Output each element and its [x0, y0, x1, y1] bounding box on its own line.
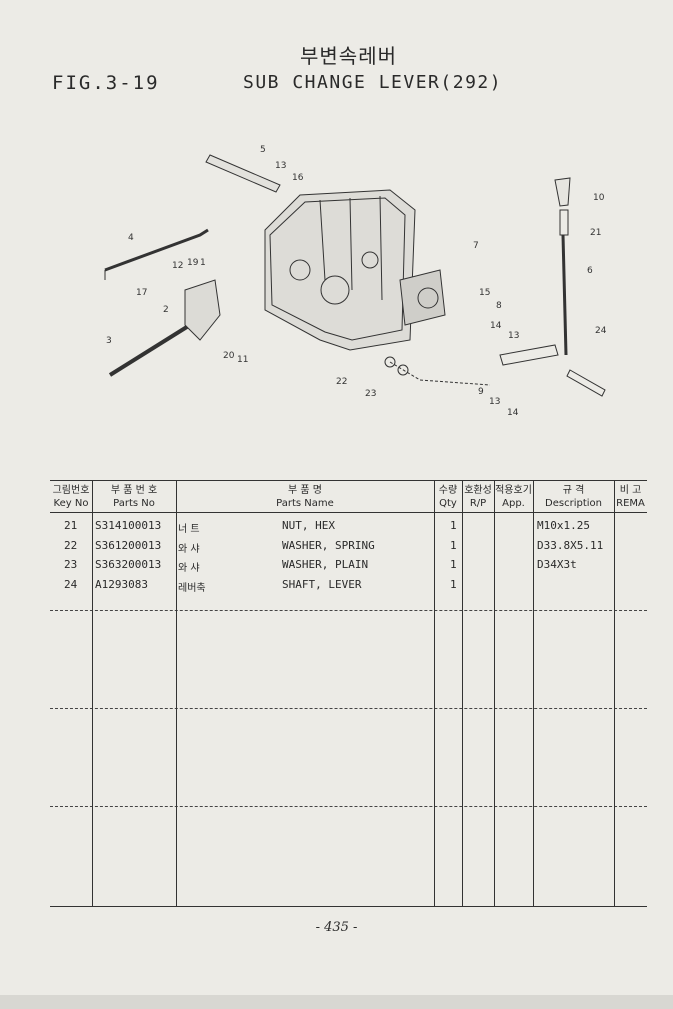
svg-text:14: 14 — [507, 408, 519, 418]
row-name-kr: 레버축 — [178, 583, 206, 594]
row-name: WASHER, SPRING — [282, 539, 375, 552]
svg-text:10: 10 — [593, 193, 605, 203]
row-part-no: S314100013 — [95, 519, 162, 532]
table-dash-rule-3 — [50, 806, 647, 807]
page-number: - 435 - — [315, 920, 358, 935]
svg-text:24: 24 — [595, 326, 607, 336]
svg-text:23: 23 — [365, 389, 376, 399]
row-part-no: S361200013 — [95, 539, 162, 552]
table-header-rule — [50, 512, 647, 513]
svg-text:13: 13 — [508, 331, 519, 341]
row-description: M10x1.25 — [537, 519, 590, 532]
svg-text:7: 7 — [473, 241, 479, 251]
svg-text:5: 5 — [260, 145, 266, 155]
shaft-24 — [566, 369, 606, 397]
row-part-no: S363200013 — [95, 558, 162, 571]
col-rule-7 — [614, 480, 615, 907]
row-part-no: A1293083 — [95, 578, 148, 591]
svg-text:21: 21 — [590, 228, 601, 238]
table-dash-rule-2 — [50, 708, 647, 709]
svg-text:13: 13 — [489, 397, 500, 407]
svg-text:1: 1 — [200, 258, 206, 268]
row-name-kr: 너 트 — [178, 524, 200, 535]
svg-text:20: 20 — [223, 351, 235, 361]
svg-text:6: 6 — [587, 266, 593, 276]
figure-label: FIG.3-19 — [52, 72, 160, 94]
col-rule-2 — [176, 480, 177, 907]
svg-text:2: 2 — [163, 305, 169, 315]
svg-text:14: 14 — [490, 321, 502, 331]
svg-text:12: 12 — [172, 261, 183, 271]
row-name: WASHER, PLAIN — [282, 558, 369, 571]
link-9 — [499, 344, 559, 366]
lever-2 — [184, 279, 221, 341]
row-key: 24 — [64, 578, 78, 591]
svg-text:22: 22 — [336, 377, 347, 387]
row-key: 21 — [64, 519, 78, 532]
shaft-5 — [205, 154, 281, 193]
svg-text:16: 16 — [292, 173, 304, 183]
row-key: 23 — [64, 558, 78, 571]
row-name-kr: 와 샤 — [178, 544, 200, 555]
table-top-rule — [50, 480, 647, 481]
svg-text:8: 8 — [496, 301, 502, 311]
svg-text:4: 4 — [128, 233, 134, 243]
title-korean: 부변속레버 — [300, 44, 397, 68]
row-qty: 1 — [450, 558, 457, 571]
washer-22 — [384, 356, 396, 368]
transmission-housing — [264, 189, 416, 351]
row-name: NUT, HEX — [282, 519, 335, 532]
row-name: SHAFT, LEVER — [282, 578, 362, 591]
table-bottom-rule — [50, 906, 647, 907]
svg-text:11: 11 — [237, 355, 248, 365]
row-qty: 1 — [450, 539, 457, 552]
scan-edge — [0, 995, 673, 1009]
rod-3 — [108, 323, 192, 377]
row-description: D34X3t — [537, 558, 577, 571]
svg-text:9: 9 — [478, 387, 484, 397]
washer-23 — [397, 364, 409, 376]
table-dash-rule-1 — [50, 610, 647, 611]
svg-text:17: 17 — [136, 288, 147, 298]
col-rule-5 — [494, 480, 495, 907]
row-description: D33.8X5.11 — [537, 539, 604, 552]
rod-4 — [104, 228, 209, 272]
row-name-kr: 와 샤 — [178, 563, 200, 574]
svg-text:19: 19 — [187, 258, 199, 268]
col-rule-6 — [533, 480, 534, 907]
row-key: 22 — [64, 539, 78, 552]
title-english: SUB CHANGE LEVER(292) — [243, 72, 503, 93]
col-rule-4 — [462, 480, 463, 907]
col-rule-3 — [434, 480, 435, 907]
svg-text:13: 13 — [275, 161, 286, 171]
svg-text:15: 15 — [479, 288, 490, 298]
housing-flange — [399, 269, 446, 326]
svg-text:3: 3 — [106, 336, 112, 346]
lever-6 — [561, 234, 568, 356]
col-rule-1 — [92, 480, 93, 907]
row-qty: 1 — [450, 519, 457, 532]
row-qty: 1 — [450, 578, 457, 591]
knob-10 — [554, 177, 571, 207]
